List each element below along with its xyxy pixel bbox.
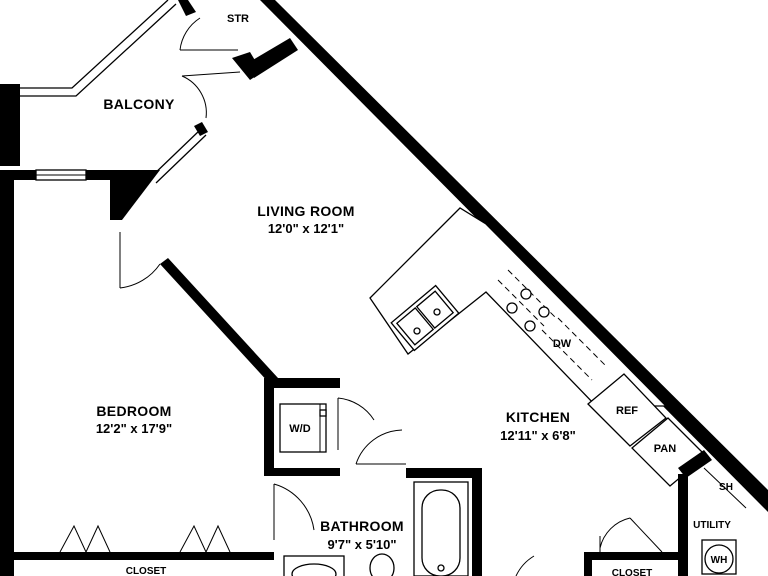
- laundry-top-wall: [264, 378, 340, 388]
- hall-closet-top-wall: [584, 552, 688, 560]
- utility-wall-top: [678, 450, 712, 478]
- kitchen-label: KITCHEN: [506, 409, 570, 425]
- storage-label: STR: [227, 13, 249, 25]
- dishwasher: [541, 317, 607, 381]
- bathroom-sink: [283, 555, 345, 576]
- refrigerator-label: REF: [616, 405, 638, 417]
- washer-dryer: [279, 403, 327, 453]
- laundry-bottom-wall: [274, 468, 340, 476]
- storage-walls: [178, 0, 298, 80]
- bathroom-door-2: [273, 483, 315, 540]
- refrigerator: [587, 373, 667, 447]
- bathroom-label: BATHROOM: [320, 518, 404, 534]
- corner-column: [110, 170, 160, 220]
- bedroom-top-wall: [86, 170, 112, 180]
- storage-door: [179, 17, 238, 51]
- washer-dryer-label: W/D: [289, 423, 310, 435]
- bedroom-window: [35, 169, 87, 181]
- shelf-label: SH: [719, 482, 733, 493]
- bathroom-door: [355, 429, 406, 465]
- bath-top-wall: [406, 468, 482, 478]
- utility-label: UTILITY: [693, 520, 731, 531]
- living-room-size: 12'0" x 12'1": [268, 221, 344, 236]
- balcony-wall: [14, 170, 36, 180]
- hall-closet-label: CLOSET: [612, 568, 653, 576]
- kitchen-counter: [369, 207, 668, 407]
- balcony-railing: [20, 0, 177, 97]
- bedroom-closet-wall: [14, 552, 274, 560]
- balcony-door: [181, 71, 241, 119]
- bedroom-label: BEDROOM: [96, 403, 171, 419]
- dishwasher-label: DW: [553, 338, 572, 350]
- balcony-label: BALCONY: [103, 96, 175, 112]
- laundry-left-wall: [264, 378, 274, 476]
- shelf-line: [703, 467, 747, 509]
- kitchen-sink: [390, 284, 460, 352]
- kitchen-range: [497, 269, 557, 332]
- bathroom-size: 9'7" x 5'10": [327, 537, 396, 552]
- water-heater: [701, 539, 737, 575]
- kitchen-size: 12'11" x 6'8": [500, 428, 576, 443]
- left-exterior-wall-upper: [0, 84, 20, 166]
- toilet: [369, 553, 395, 576]
- bedroom-closet-label: CLOSET: [126, 566, 167, 576]
- bathtub: [413, 481, 469, 576]
- bath-right-wall: [472, 468, 482, 576]
- bedroom-size: 12'2" x 17'9": [96, 421, 172, 436]
- left-exterior-wall: [0, 170, 14, 576]
- hall-closet-door: [599, 517, 663, 553]
- pantry-label: PAN: [654, 443, 676, 455]
- bedroom-door: [119, 232, 161, 289]
- water-heater-label: WH: [711, 555, 728, 566]
- balcony-slider: [149, 122, 208, 184]
- utility-door: [515, 555, 535, 576]
- living-room-label: LIVING ROOM: [257, 203, 354, 219]
- bedroom-partition-wall: [160, 258, 278, 384]
- utility-left-wall: [678, 474, 688, 576]
- hall-closet-left-wall: [584, 552, 592, 576]
- bedroom-closet-doors: [59, 524, 231, 554]
- laundry-door: [337, 397, 375, 450]
